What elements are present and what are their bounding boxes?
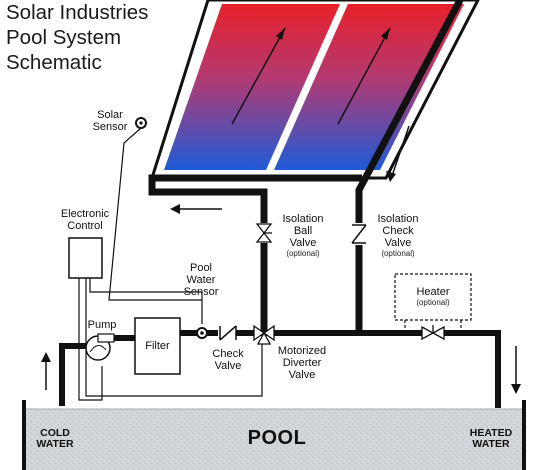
main-pipe [59, 343, 86, 350]
electronic-control-box [68, 237, 103, 279]
solar-sensor-label: Solar Sensor [92, 109, 128, 133]
panel-flow-arrow-left [231, 27, 286, 125]
pump [85, 333, 115, 361]
isolation-ball-valve [255, 223, 273, 243]
motorized-diverter-valve-label: Motorized Diverter Valve [277, 345, 327, 381]
isolation-check-valve [351, 223, 367, 245]
solar-sensor-wire [108, 127, 202, 301]
electronic-control-label: Electronic Control [60, 208, 110, 232]
title-line-2: Pool System [6, 26, 122, 49]
heater [394, 273, 472, 341]
pool-basin [22, 400, 526, 470]
collector-return-pipe [148, 174, 362, 336]
control-wire-sensor [89, 278, 203, 324]
isolation-ball-valve-label: Isolation Ball Valve (optional) [282, 213, 324, 258]
solar-panel-right [274, 4, 464, 170]
heated-water-label: HEATED WATER [469, 427, 513, 450]
solar-sensor [135, 117, 147, 129]
pool-water-sensor-label: Pool Water Sensor [183, 262, 219, 298]
collector-supply-pipe [355, 0, 464, 332]
cold-water-label: COLD WATER [36, 427, 74, 450]
title-line-1: Solar Industries [6, 1, 149, 24]
control-wire-diverter [85, 278, 263, 397]
pool-label: POOL [247, 427, 307, 449]
title-line-3: Schematic [6, 51, 102, 74]
pool-water-sensor [196, 327, 208, 339]
diagram-title: Solar Industries Pool System Schematic [6, 0, 148, 75]
solar-collector-panels [149, 0, 480, 180]
filter-label: Filter [145, 340, 170, 352]
heater-label: Heater (optional) [416, 286, 450, 307]
check-valve [218, 325, 237, 341]
motorized-diverter-valve [253, 324, 275, 345]
supply-flow-arrow [391, 125, 410, 177]
panel-flow-arrow-right [337, 27, 391, 125]
filter-box [134, 317, 181, 375]
check-valve-label: Check Valve [212, 348, 244, 372]
control-wire-pump [78, 278, 103, 401]
pump-label: Pump [87, 319, 117, 331]
isolation-check-valve-label: Isolation Check Valve (optional) [377, 213, 419, 258]
